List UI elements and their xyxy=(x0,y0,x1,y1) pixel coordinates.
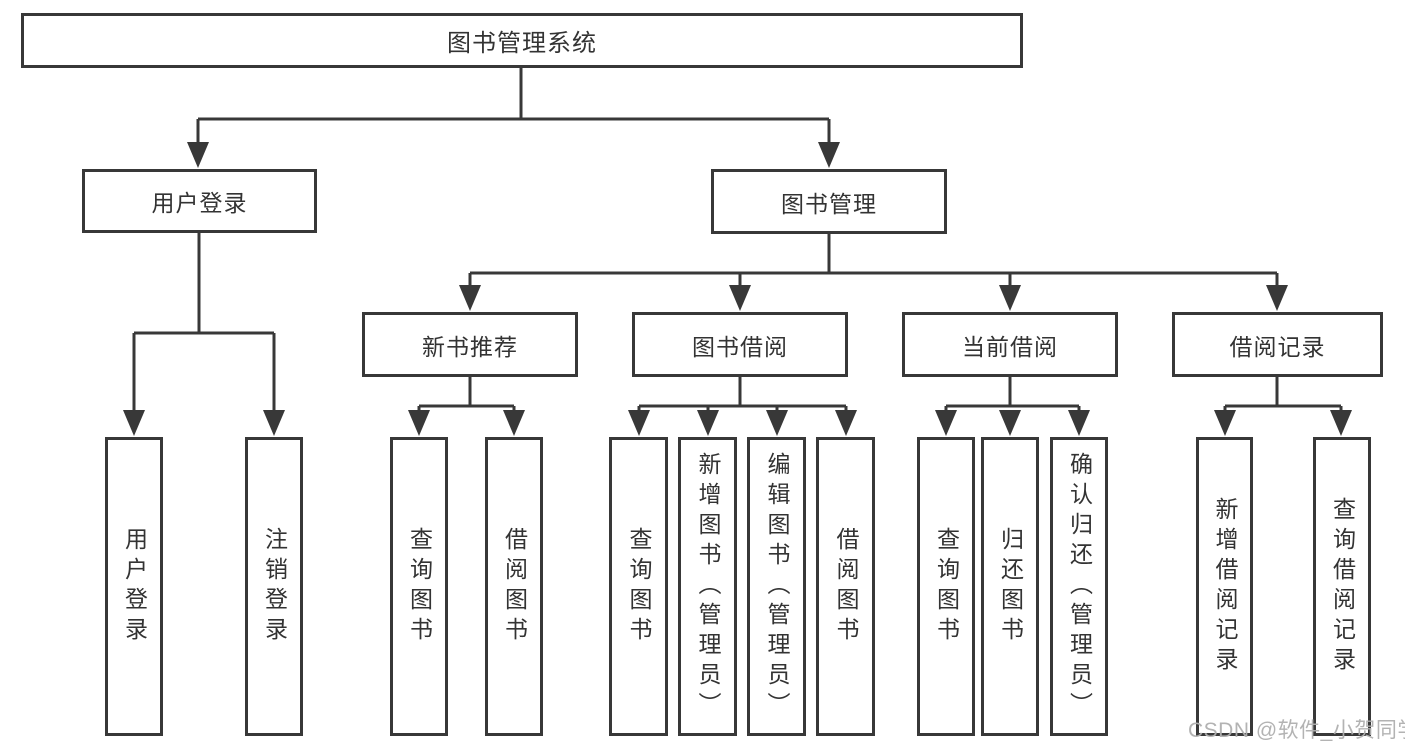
csdn-watermark: CSDN @软件_小贺同学 xyxy=(1188,719,1405,742)
leaf-borrow-edit-books-admin: 编辑图书（管理员） xyxy=(747,437,806,736)
leaf-records-add-record: 新增借阅记录 xyxy=(1196,437,1253,736)
leaf-current-search-books: 查询图书 xyxy=(917,437,975,736)
leaf-current-return-books: 归还图书 xyxy=(981,437,1039,736)
leaf-borrow-add-books-admin: 新增图书（管理员） xyxy=(678,437,737,736)
leaf-current-confirm-return-admin: 确认归还（管理员） xyxy=(1050,437,1108,736)
node-user-login: 用户登录 xyxy=(82,169,317,233)
node-system-root: 图书管理系统 xyxy=(21,13,1023,68)
node-book-borrow: 图书借阅 xyxy=(632,312,848,377)
node-current-borrow: 当前借阅 xyxy=(902,312,1118,377)
leaf-borrow-borrow-books: 借阅图书 xyxy=(816,437,875,736)
leaf-newbooks-borrow-books: 借阅图书 xyxy=(485,437,543,736)
node-book-management: 图书管理 xyxy=(711,169,947,234)
leaf-borrow-search-books: 查询图书 xyxy=(609,437,668,736)
leaf-newbooks-search-books: 查询图书 xyxy=(390,437,448,736)
leaf-user-login: 用户登录 xyxy=(105,437,163,736)
leaf-records-search-record: 查询借阅记录 xyxy=(1313,437,1371,736)
leaf-logout: 注销登录 xyxy=(245,437,303,736)
node-new-book-recommend: 新书推荐 xyxy=(362,312,578,377)
node-borrow-records: 借阅记录 xyxy=(1172,312,1383,377)
